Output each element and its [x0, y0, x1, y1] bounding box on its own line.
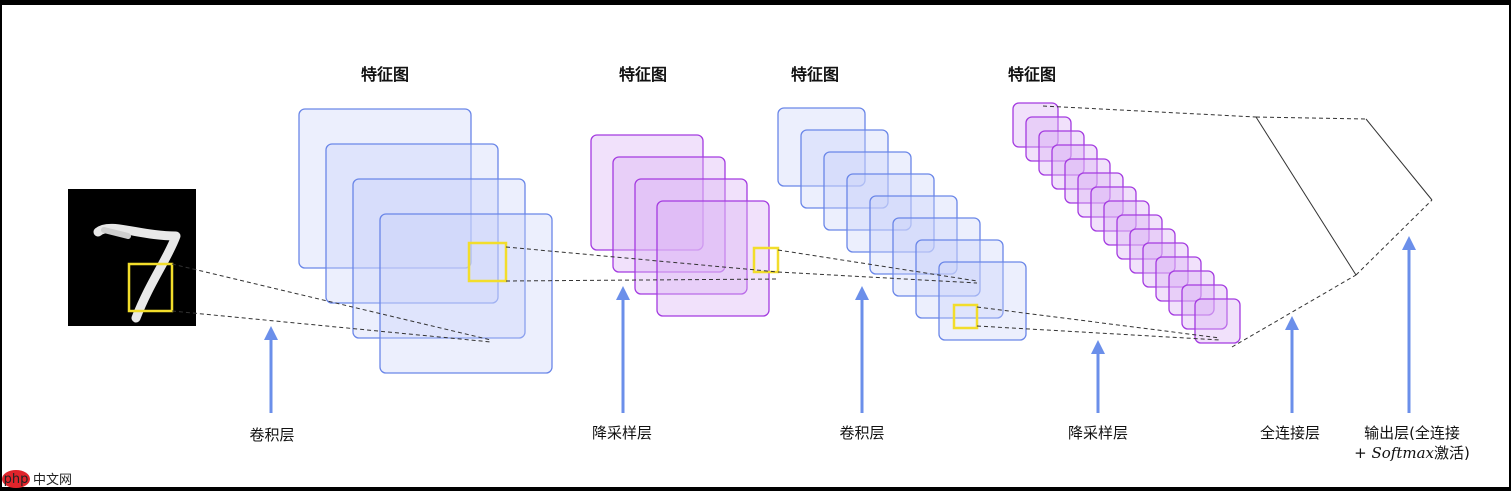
label-conv1: 卷积层	[249, 426, 294, 444]
pool2-map	[1025, 116, 1072, 162]
conv2-feature-maps	[777, 107, 1027, 341]
conv1-highlight	[467, 241, 508, 283]
feature-map-title-4: 特征图	[1008, 65, 1056, 84]
conv1-map	[325, 143, 499, 304]
arrow-conv1-head-icon	[264, 326, 278, 340]
conv1-map	[298, 108, 472, 269]
input-image	[68, 189, 196, 326]
watermark-logo-text: php	[4, 472, 29, 487]
feature-map-title-3: 特征图	[791, 65, 839, 84]
pool2-map	[1194, 298, 1241, 344]
pool1-map	[612, 156, 726, 273]
pool2-map	[1116, 214, 1163, 260]
pool2-map	[1155, 256, 1202, 302]
pool1-highlight	[752, 246, 780, 274]
input-receptive-field	[127, 262, 174, 313]
watermark: php 中文网	[2, 470, 72, 488]
pool2-feature-maps	[1012, 102, 1241, 344]
pool2-map	[1129, 228, 1176, 274]
conv2-map	[938, 261, 1027, 341]
pool2-map	[1077, 172, 1124, 218]
pool1-map	[590, 134, 704, 251]
pool2-map	[1103, 200, 1150, 246]
label-pool2: 降采样层	[1068, 424, 1128, 442]
pool2-map	[1012, 102, 1059, 148]
conv2-highlight	[952, 303, 979, 330]
pool2-map	[1038, 130, 1085, 176]
label-output-line2: + Softmax激活)	[1354, 444, 1470, 462]
conv1-map	[352, 178, 526, 339]
arrow-conv2-head-icon	[855, 286, 869, 300]
pool2-map	[1168, 270, 1215, 316]
pool2-map	[1064, 158, 1111, 204]
pool2-map	[1051, 144, 1098, 190]
label-pool1: 降采样层	[592, 424, 652, 442]
pool1-map	[634, 178, 748, 295]
label-conv2: 卷积层	[839, 424, 884, 442]
php-logo-icon	[2, 470, 30, 488]
feature-map-title-1: 特征图	[361, 65, 409, 84]
arrow-pool1-head-icon	[616, 286, 630, 300]
conv2-map	[915, 239, 1004, 319]
arrow-output-head-icon	[1402, 236, 1416, 250]
conv2-map	[869, 195, 958, 275]
conv2-map	[777, 107, 866, 187]
arrows	[264, 236, 1416, 413]
watermark-text: 中文网	[33, 473, 72, 488]
pool1-feature-maps	[590, 134, 770, 317]
feature-map-title-2: 特征图	[619, 65, 667, 84]
pool2-map	[1142, 242, 1189, 288]
diagram-background	[2, 5, 1509, 487]
pool1-map	[656, 200, 770, 317]
label-fc: 全连接层	[1260, 424, 1320, 442]
connection-lines	[171, 105, 1433, 348]
conv2-map	[846, 173, 935, 253]
arrow-fc-head-icon	[1285, 316, 1299, 330]
conv2-map	[892, 217, 981, 297]
arrow-pool2-head-icon	[1091, 340, 1105, 354]
conv1-feature-maps	[298, 108, 553, 374]
conv2-map	[823, 151, 912, 231]
pool2-map	[1181, 284, 1228, 330]
conv1-map	[379, 213, 553, 374]
pool2-map	[1090, 186, 1137, 232]
conv2-map	[800, 129, 889, 209]
label-output-line1: 输出层(全连接	[1364, 424, 1460, 442]
